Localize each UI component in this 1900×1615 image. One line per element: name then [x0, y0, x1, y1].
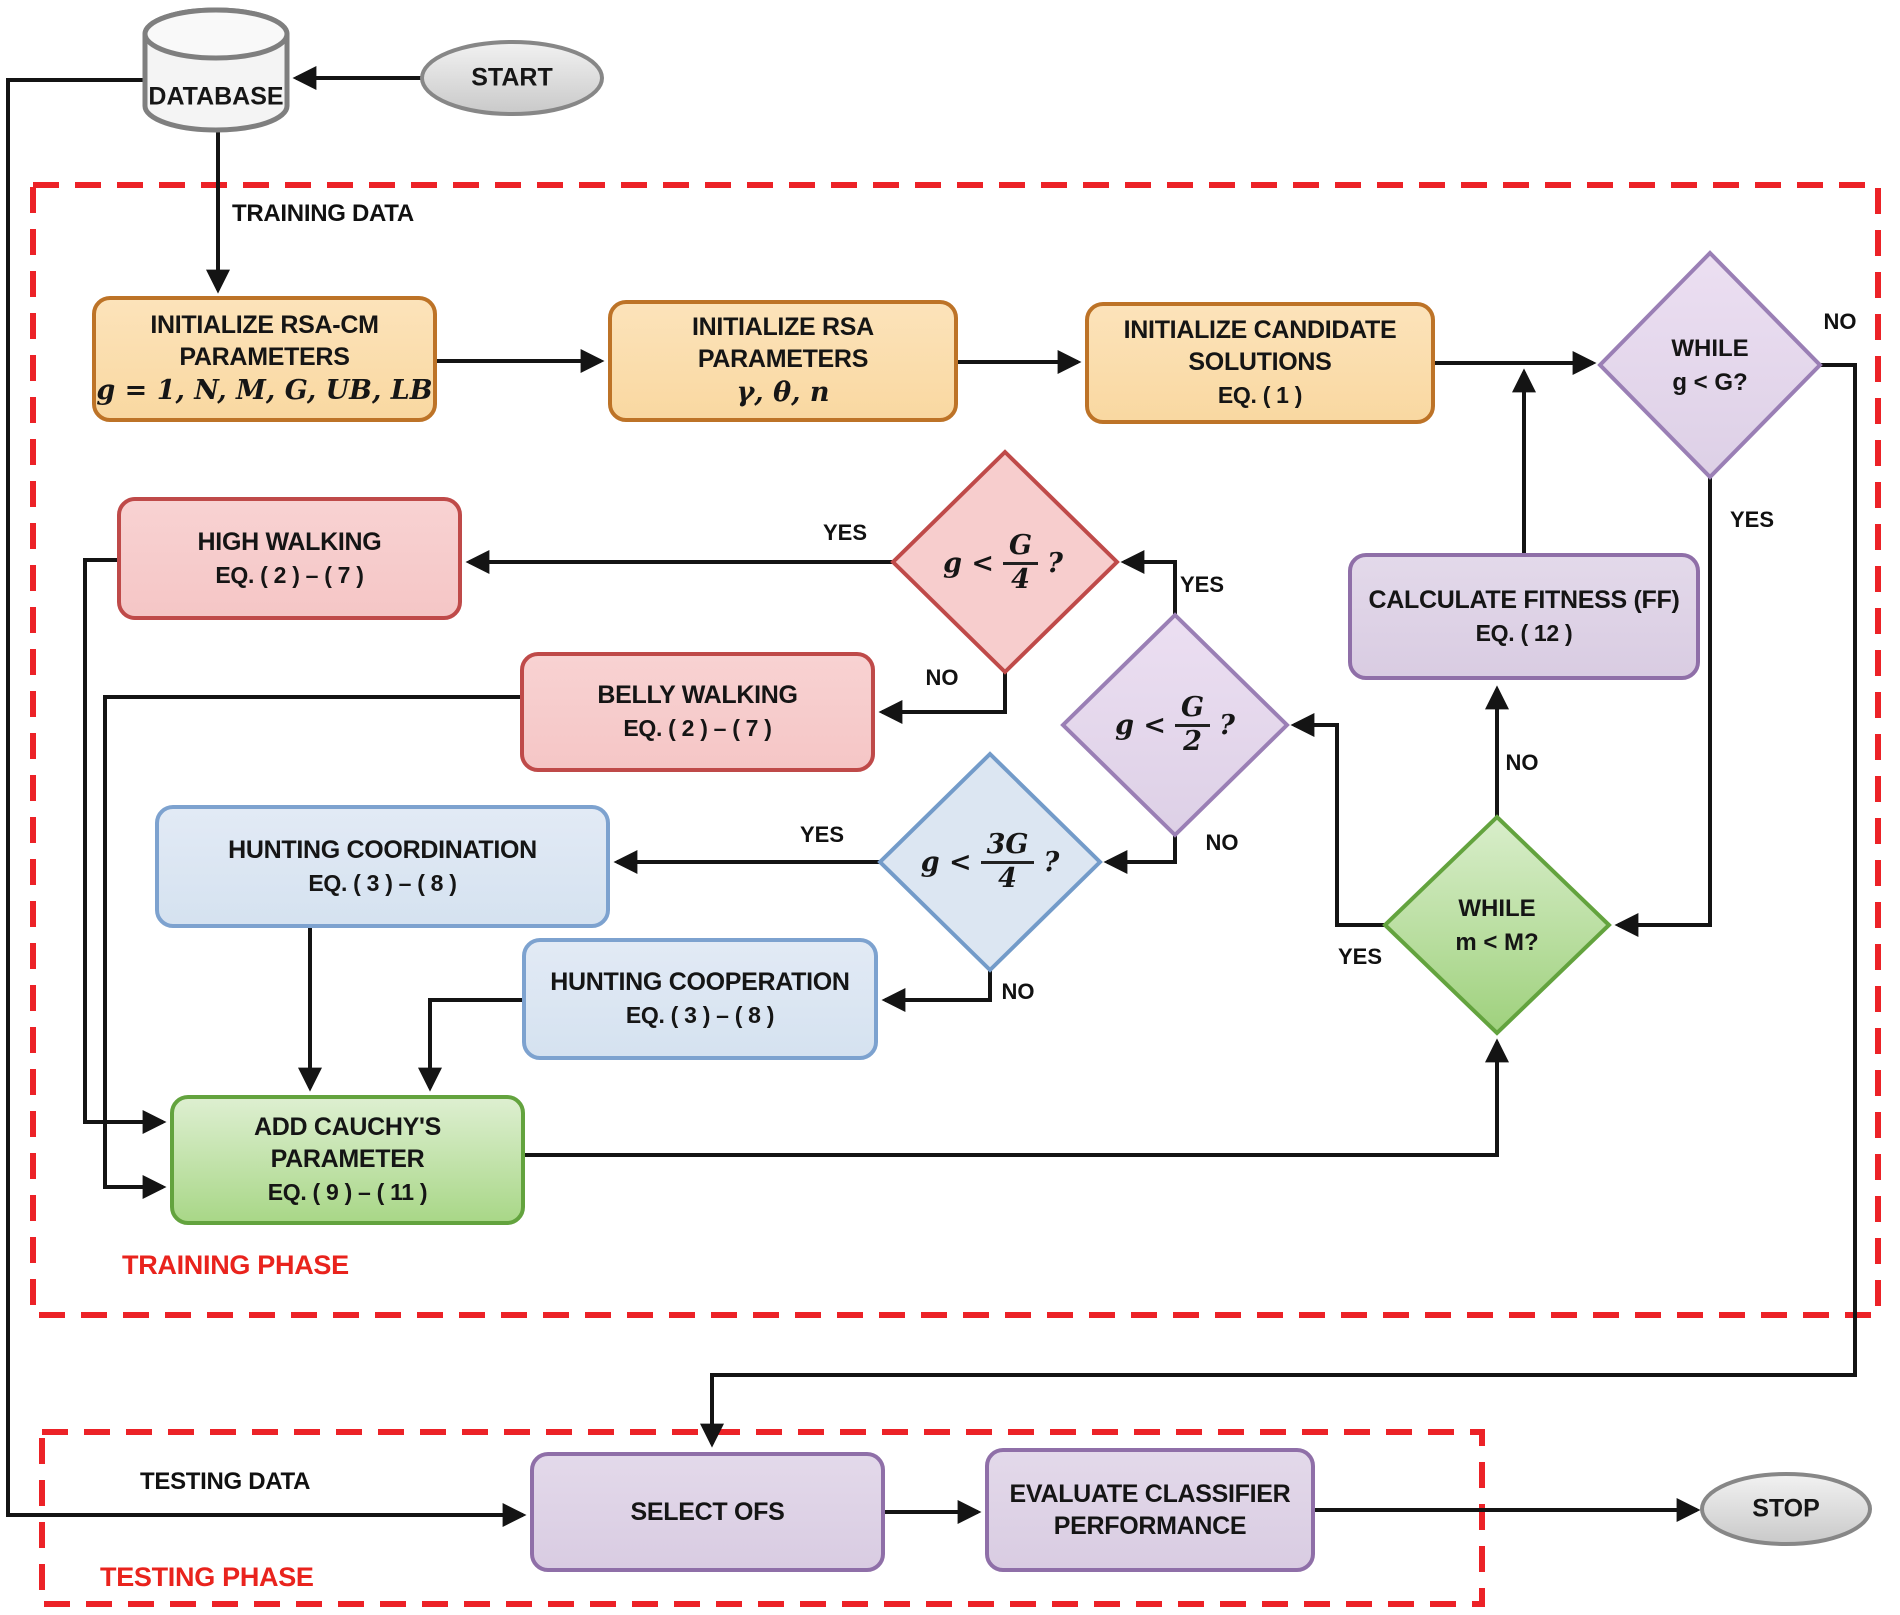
g-quarter-no-label: NO — [925, 665, 959, 690]
g-half-denominator: 2 — [1183, 726, 1202, 757]
start-label: START — [471, 63, 553, 92]
belly-walking-title: BELLY WALKING — [597, 681, 798, 709]
while-g-label: WHILE g < G? — [1620, 332, 1800, 400]
edge-ghalf-yes-to-gquarter — [1120, 550, 1177, 615]
database-cylinder — [142, 7, 290, 133]
while-m-line2: m < M? — [1455, 929, 1539, 956]
g-half-prefix: g < — [1115, 709, 1166, 741]
init-rsa-cm-box: INITIALIZE RSA-CM PARAMETERS g = 1, N, M… — [92, 296, 437, 422]
evaluate-classifier-title2: PERFORMANCE — [1053, 1512, 1247, 1540]
high-walking-eq: EQ. ( 2 ) – ( 7 ) — [215, 561, 364, 588]
belly-walking-eq: EQ. ( 2 ) – ( 7 ) — [623, 715, 772, 741]
g-three-quarter-yes-label: YES — [799, 822, 845, 847]
while-m-label: WHILE m < M? — [1407, 892, 1587, 960]
while-m-yes-label: YES — [1337, 944, 1383, 969]
edge-database-to-selectofs-testing — [6, 78, 527, 1527]
while-g-line1: WHILE — [1671, 335, 1749, 362]
g-three-quarter-qmark: ? — [1043, 846, 1060, 878]
edge-g3quarter-no-to-cooperation — [881, 970, 992, 1012]
hunting-cooperation-box: HUNTING COOPERATION EQ. ( 3 ) – ( 8 ) — [522, 938, 878, 1060]
init-candidate-box: INITIALIZE CANDIDATE SOLUTIONS EQ. ( 1 ) — [1085, 302, 1435, 424]
evaluate-classifier-title: EVALUATE CLASSIFIER — [1009, 1480, 1291, 1508]
start-terminal — [420, 40, 604, 116]
edge-cooperation-to-cauchy — [418, 998, 522, 1092]
add-cauchy-title: ADD CAUCHY'S PARAMETER — [253, 1113, 442, 1173]
while-g-diamond — [1597, 250, 1823, 480]
g-three-quarter-denominator: 4 — [998, 863, 1017, 894]
while-m-diamond — [1382, 814, 1612, 1036]
testing-phase-boundary — [39, 1429, 1485, 1607]
g-quarter-prefix: g < — [943, 547, 994, 579]
calc-fitness-box: CALCULATE FITNESS (FF) EQ. ( 12 ) — [1348, 553, 1700, 680]
g-quarter-numerator: G — [1003, 531, 1039, 565]
g-quarter-yes-label: YES — [822, 520, 868, 545]
g-quarter-qmark: ? — [1047, 547, 1063, 579]
hunting-cooperation-eq: EQ. ( 3 ) – ( 8 ) — [625, 1002, 775, 1028]
init-rsa-cm-title: INITIALIZE RSA-CM — [150, 311, 379, 339]
stop-label: STOP — [1752, 1494, 1820, 1523]
calc-fitness-eq: EQ. ( 12 ) — [1475, 619, 1573, 646]
g-half-no-label: NO — [1205, 830, 1239, 855]
edge-bellywalking-to-cauchy — [103, 695, 520, 1199]
while-g-yes-label: YES — [1729, 507, 1775, 532]
select-ofs-title: SELECT OFS — [630, 1498, 785, 1526]
init-rsa-title: INITIALIZE RSA — [692, 313, 874, 341]
init-rsa-cm-title2: PARAMETERS — [179, 343, 350, 371]
while-m-line1: WHILE — [1458, 895, 1536, 922]
init-rsa-cm-math: g = 1, N, M, G, UB, LB — [96, 375, 433, 406]
testing-phase-label: TESTING PHASE — [100, 1562, 314, 1592]
g-three-quarter-label: g < 3G 4 ? — [888, 812, 1092, 912]
g-quarter-denominator: 4 — [1011, 564, 1030, 595]
calc-fitness-title: CALCULATE FITNESS (FF) — [1368, 585, 1680, 614]
init-rsa-math: γ, θ, n — [736, 377, 830, 408]
g-quarter-fraction: G 4 — [1003, 531, 1039, 595]
g-three-quarter-no-label: NO — [1001, 979, 1035, 1004]
init-candidate-title: INITIALIZE CANDIDATE — [1123, 316, 1397, 344]
edge-whileg-yes-to-whilem — [1614, 477, 1712, 937]
edge-whileg-no-to-selectofs — [700, 363, 1857, 1448]
belly-walking-box: BELLY WALKING EQ. ( 2 ) – ( 7 ) — [520, 652, 875, 772]
init-rsa-box: INITIALIZE RSA PARAMETERS γ, θ, n — [608, 300, 958, 422]
g-three-quarter-fraction: 3G 4 — [980, 830, 1035, 894]
while-g-line2: g < G? — [1672, 369, 1748, 396]
edge-ghalf-no-to-g3quarter — [1103, 835, 1177, 874]
hunting-cooperation-title: HUNTING COOPERATION — [550, 968, 850, 996]
edge-gquarter-no-to-bellywalking — [878, 672, 1007, 724]
high-walking-title: HIGH WALKING — [197, 527, 382, 556]
select-ofs-box: SELECT OFS — [530, 1452, 885, 1572]
g-half-yes-label: YES — [1179, 572, 1225, 597]
hunting-coordination-eq: EQ. ( 3 ) – ( 8 ) — [308, 869, 457, 896]
testing-data-label: TESTING DATA — [140, 1468, 311, 1495]
g-three-quarter-numerator: 3G — [980, 830, 1035, 864]
while-m-no-label: NO — [1505, 750, 1539, 775]
training-phase-label: TRAINING PHASE — [122, 1250, 349, 1280]
add-cauchy-eq: EQ. ( 9 ) – ( 11 ) — [267, 1179, 428, 1205]
g-three-quarter-prefix: g < — [920, 846, 972, 878]
g-half-qmark: ? — [1219, 709, 1235, 741]
training-phase-boundary — [30, 182, 1881, 1318]
high-walking-box: HIGH WALKING EQ. ( 2 ) – ( 7 ) — [117, 497, 462, 620]
g-quarter-label: g < G 4 ? — [903, 512, 1103, 614]
edge-cauchy-to-whilem — [525, 1038, 1509, 1157]
edge-highwalking-to-cauchy — [83, 558, 167, 1134]
hunting-coordination-box: HUNTING COORDINATION EQ. ( 3 ) – ( 8 ) — [155, 805, 610, 928]
evaluate-classifier-box: EVALUATE CLASSIFIER PERFORMANCE — [985, 1448, 1315, 1572]
database-label: DATABASE — [148, 82, 284, 111]
hunting-coordination-title: HUNTING COORDINATION — [228, 835, 537, 864]
g-half-numerator: G — [1175, 693, 1211, 727]
add-cauchy-box: ADD CAUCHY'S PARAMETER EQ. ( 9 ) – ( 11 … — [170, 1095, 525, 1225]
init-candidate-title2: SOLUTIONS — [1188, 348, 1332, 376]
g-half-label: g < G 2 ? — [1075, 674, 1275, 776]
edge-whilem-yes-to-ghalf — [1290, 713, 1385, 927]
g-half-fraction: G 2 — [1175, 693, 1211, 757]
training-data-label: TRAINING DATA — [232, 200, 414, 227]
stop-terminal — [1700, 1472, 1872, 1546]
init-rsa-title2: PARAMETERS — [697, 345, 869, 373]
init-candidate-eq: EQ. ( 1 ) — [1217, 382, 1303, 408]
while-g-no-label: NO — [1823, 309, 1857, 334]
